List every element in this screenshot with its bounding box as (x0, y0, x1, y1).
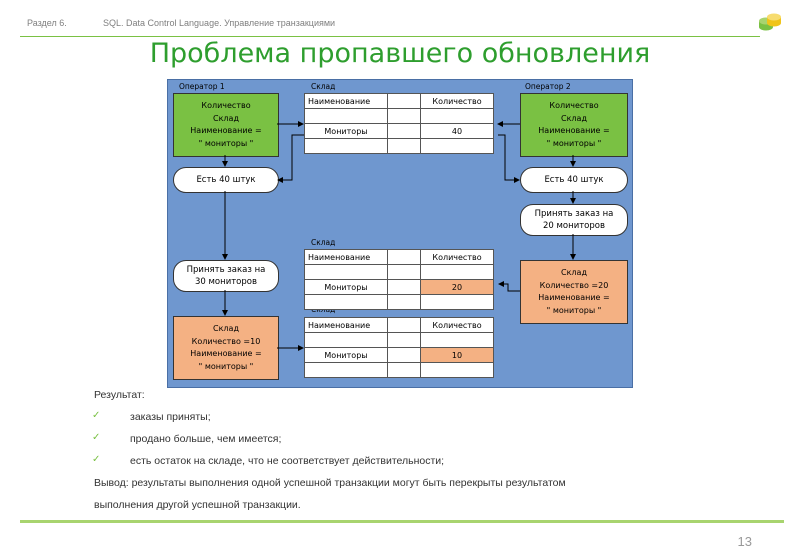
result-item-1: заказы приняты; (130, 411, 211, 423)
slide-title: Проблема пропавшего обновления (149, 38, 651, 69)
result-heading: Результат: (94, 389, 145, 401)
op2-line-4: " мониторы " (546, 138, 602, 148)
operator2-update-box: Склад Количество =20 Наименование = " мо… (520, 260, 628, 324)
op1-line-2: Склад (213, 113, 239, 123)
op1-line-1: Количество (201, 101, 251, 110)
database-icon (758, 12, 782, 34)
operator2-label: Оператор 2 (525, 82, 571, 91)
op1-update-line-1: Склад (213, 324, 239, 333)
operator1-stock-pill: Есть 40 штук (173, 167, 279, 193)
op1-update-line-2: Количество =10 (191, 336, 261, 346)
warehouse-label-2: Склад (311, 238, 336, 247)
conclusion-line-1: Вывод: результаты выполнения одной успеш… (94, 477, 566, 489)
op2-order-line-1: Принять заказ на (534, 209, 614, 219)
check-icon: ✓ (92, 432, 101, 443)
op1-order-line-1: Принять заказ на (186, 265, 266, 275)
operator1-label: Оператор 1 (179, 82, 225, 91)
operator2-stock-pill: Есть 40 штук (520, 167, 628, 193)
operator1-update-box: Склад Количество =10 Наименование = " мо… (173, 316, 279, 380)
op1-order-line-2: 30 мониторов (195, 277, 257, 287)
warehouse-label-1: Склад (311, 82, 336, 91)
op1-line-3: Наименование = (190, 126, 262, 135)
op2-line-3: Наименование = (538, 126, 610, 135)
operator2-order-pill: Принять заказ на 20 мониторов (520, 204, 628, 236)
operator1-select-box: Количество Склад Наименование = " монито… (173, 93, 279, 157)
op2-line-1: Количество (549, 101, 599, 110)
conclusion-line-2: выполнения другой успешной транзакции. (94, 499, 301, 511)
op2-update-line-4: " мониторы " (546, 305, 602, 315)
op2-update-line-2: Количество =20 (539, 280, 609, 290)
topic-label: SQL. Data Control Language. Управление т… (103, 18, 336, 28)
op2-order-line-2: 20 мониторов (543, 221, 605, 231)
footer-divider (20, 520, 784, 523)
op2-update-line-3: Наименование = (538, 293, 610, 302)
result-item-2: продано больше, чем имеется; (130, 433, 282, 445)
op2-update-line-1: Склад (561, 268, 587, 277)
check-icon: ✓ (92, 410, 101, 421)
op2-line-2: Склад (561, 113, 587, 123)
op1-update-line-3: Наименование = (190, 349, 262, 358)
op1-line-4: " мониторы " (198, 138, 254, 148)
page-number: 13 (737, 534, 752, 549)
header-divider (20, 36, 760, 37)
result-item-3: есть остаток на складе, что не соответст… (130, 455, 445, 467)
flow-arrows (222, 121, 576, 351)
section-label: Раздел 6. (27, 18, 67, 28)
qty-value: 20 (420, 279, 494, 295)
qty-value: 10 (420, 347, 494, 363)
operator1-order-pill: Принять заказ на 30 мониторов (173, 260, 279, 292)
lost-update-diagram: Оператор 1 Склад Оператор 2 Склад Склад … (167, 79, 633, 388)
check-icon: ✓ (92, 454, 101, 465)
op1-update-line-4: " мониторы " (198, 361, 254, 371)
operator2-select-box: Количество Склад Наименование = " монито… (520, 93, 628, 157)
